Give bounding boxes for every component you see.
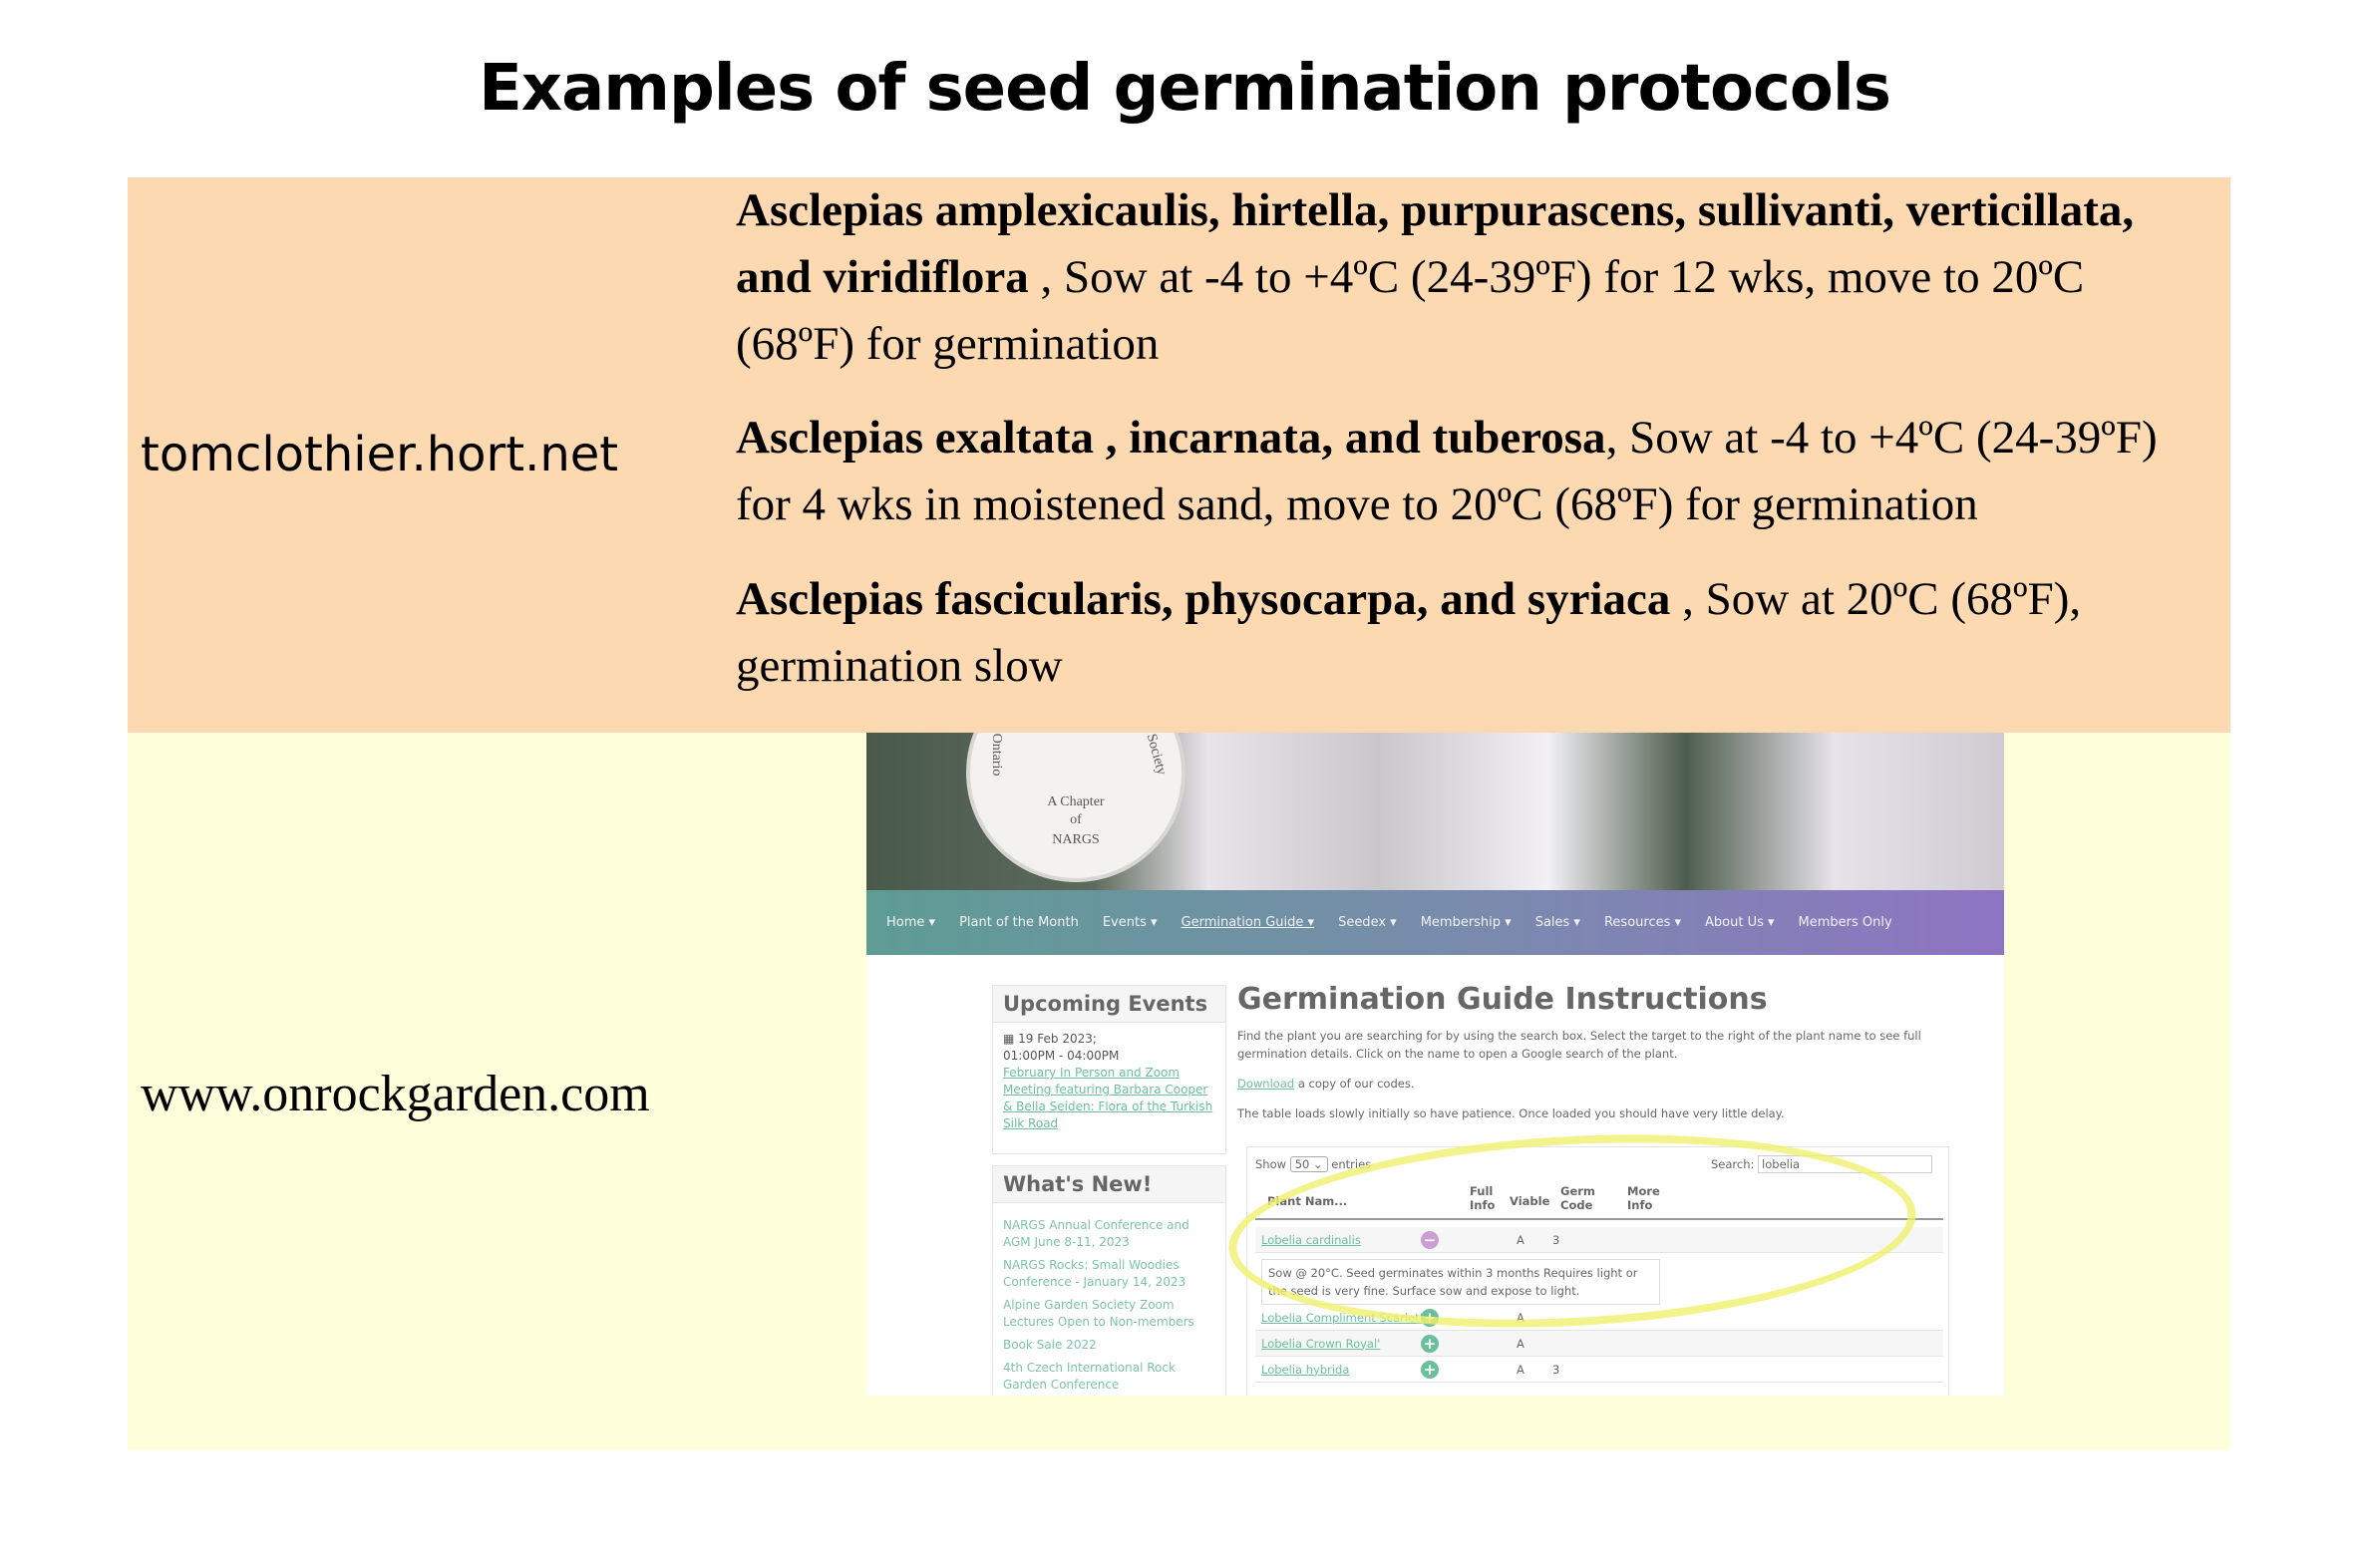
germination-table: Show 50 ⌄ entries Search: lobelia Plant … <box>1246 1146 1949 1396</box>
website-screenshot: Ontario Society A Chapter of NARGS Home … <box>866 733 2004 1396</box>
news-link[interactable]: NARGS Rocks: Small Woodies Conference - … <box>1003 1258 1186 1289</box>
table-row: Lobelia Crown Royal' + A <box>1255 1331 1943 1357</box>
viable-value: A <box>1517 1336 1524 1351</box>
intro-text: Find the plant you are searching for by … <box>1237 1029 1921 1061</box>
download-text: a copy of our codes. <box>1294 1077 1415 1091</box>
germ-code-value: 3 <box>1552 1232 1560 1247</box>
expand-icon[interactable]: + <box>1421 1334 1439 1353</box>
page-title: Examples of seed germination protocols <box>479 52 1891 126</box>
event-time: 01:00PM - 04:00PM <box>1003 1049 1120 1063</box>
species-names: Asclepias fascicularis, physocarpa, and … <box>736 573 1671 625</box>
nav-plant-of-month[interactable]: Plant of the Month <box>959 915 1079 930</box>
col-full-info[interactable]: Full Info <box>1470 1184 1496 1212</box>
germ-code-value: 3 <box>1552 1362 1560 1377</box>
source-band-tomclothier <box>128 177 2230 733</box>
plant-link[interactable]: Lobelia hybrida <box>1261 1362 1350 1377</box>
table-row: Lobelia hybrida + A 3 <box>1255 1357 1943 1383</box>
banner-photo: Ontario Society A Chapter of NARGS <box>866 733 2004 890</box>
protocol-text: , Sow at -4 to +4ºC (24-39ºF) for 12 wks… <box>736 251 2085 370</box>
news-link[interactable]: Alpine Garden Society Zoom Lectures Open… <box>1003 1298 1194 1329</box>
viable-value: A <box>1517 1310 1524 1325</box>
viable-value: A <box>1517 1232 1524 1247</box>
nav-seedex[interactable]: Seedex ▾ <box>1338 915 1397 930</box>
expand-icon[interactable]: + <box>1421 1308 1439 1327</box>
nav-home[interactable]: Home ▾ <box>886 915 936 930</box>
source-label: www.onrockgarden.com <box>141 1066 650 1122</box>
show-label: Show <box>1255 1157 1287 1171</box>
guide-title: Germination Guide Instructions <box>1237 982 1768 1017</box>
table-header: Plant Nam... Full Info Viable Germ Code … <box>1255 1182 1943 1220</box>
entries-label: entries <box>1331 1157 1372 1171</box>
nav-members-only[interactable]: Members Only <box>1798 915 1892 930</box>
nav-sales[interactable]: Sales ▾ <box>1534 915 1580 930</box>
table-row: Lobelia Compliment Scarlet' + A <box>1255 1305 1943 1331</box>
protocol-text: , Sow at -4 to +4ºC (24-39ºF) for 4 wks … <box>736 412 2158 530</box>
nav-membership[interactable]: Membership ▾ <box>1420 915 1512 930</box>
main-content: Germination Guide Instructions Find the … <box>1237 982 1975 1134</box>
plant-link[interactable]: Lobelia Crown Royal' <box>1261 1336 1381 1351</box>
plant-link[interactable]: Lobelia cardinalis <box>1261 1232 1361 1247</box>
search-label: Search: <box>1711 1157 1755 1171</box>
panel-title: What's New! <box>993 1166 1225 1203</box>
nav-germination-guide[interactable]: Germination Guide ▾ <box>1181 915 1315 930</box>
whats-new-panel: What's New! NARGS Annual Conference and … <box>992 1165 1226 1396</box>
news-link[interactable]: 4th Czech International Rock Garden Conf… <box>1003 1361 1176 1392</box>
download-link[interactable]: Download <box>1237 1077 1295 1091</box>
col-viable[interactable]: Viable <box>1510 1194 1550 1208</box>
viable-value: A <box>1517 1362 1524 1377</box>
protocol-text: , Sow at 20ºC (68ºF), germination slow <box>736 573 2082 692</box>
event-link[interactable]: February In Person and Zoom Meeting feat… <box>1003 1066 1213 1130</box>
logo-text: A Chapter <box>1047 794 1105 809</box>
panel-title: Upcoming Events <box>993 986 1225 1023</box>
protocol-item: Asclepias fascicularis, physocarpa, and … <box>736 566 2211 700</box>
news-link[interactable]: Book Sale 2022 <box>1003 1338 1097 1352</box>
nav-bar: Home ▾ Plant of the Month Events ▾ Germi… <box>866 890 2004 955</box>
protocol-item: Asclepias amplexicaulis, hirtella, purpu… <box>736 177 2211 378</box>
expand-icon[interactable]: + <box>1421 1360 1439 1379</box>
col-germ-code[interactable]: Germ Code <box>1560 1184 1595 1212</box>
news-link[interactable]: NARGS Annual Conference and AGM June 8-1… <box>1003 1218 1189 1249</box>
nav-resources[interactable]: Resources ▾ <box>1603 915 1682 930</box>
table-row: Lobelia cardinalis − A 3 <box>1255 1227 1943 1253</box>
species-names: Asclepias amplexicaulis, hirtella, purpu… <box>736 184 2135 303</box>
species-names: Asclepias exaltata , incarnata, and tube… <box>736 412 1606 464</box>
col-plant-name[interactable]: Plant Nam... <box>1267 1194 1348 1208</box>
note-text: The table loads slowly initially so have… <box>1237 1106 1785 1120</box>
event-date: 19 Feb 2023; <box>1018 1032 1097 1046</box>
plant-link[interactable]: Lobelia Compliment Scarlet' <box>1261 1310 1423 1325</box>
society-logo: Ontario Society A Chapter of NARGS <box>966 733 1185 882</box>
col-more-info[interactable]: More Info <box>1627 1184 1660 1212</box>
source-label: tomclothier.hort.net <box>141 427 619 482</box>
upcoming-events-panel: Upcoming Events ▦ 19 Feb 2023; 01:00PM -… <box>992 985 1226 1154</box>
nav-about-us[interactable]: About Us ▾ <box>1705 915 1775 930</box>
calendar-icon: ▦ <box>1003 1032 1015 1046</box>
nav-events[interactable]: Events ▾ <box>1102 915 1158 930</box>
detail-box: Sow @ 20°C. Seed germinates within 3 mon… <box>1261 1259 1660 1305</box>
logo-text: NARGS <box>1052 832 1100 847</box>
protocol-item: Asclepias exaltata , incarnata, and tube… <box>736 405 2211 538</box>
search-input[interactable]: lobelia <box>1758 1155 1933 1173</box>
collapse-icon[interactable]: − <box>1421 1230 1439 1249</box>
logo-text: of <box>1070 812 1082 827</box>
entries-value: 50 <box>1294 1157 1310 1171</box>
entries-select[interactable]: 50 ⌄ <box>1289 1156 1328 1172</box>
